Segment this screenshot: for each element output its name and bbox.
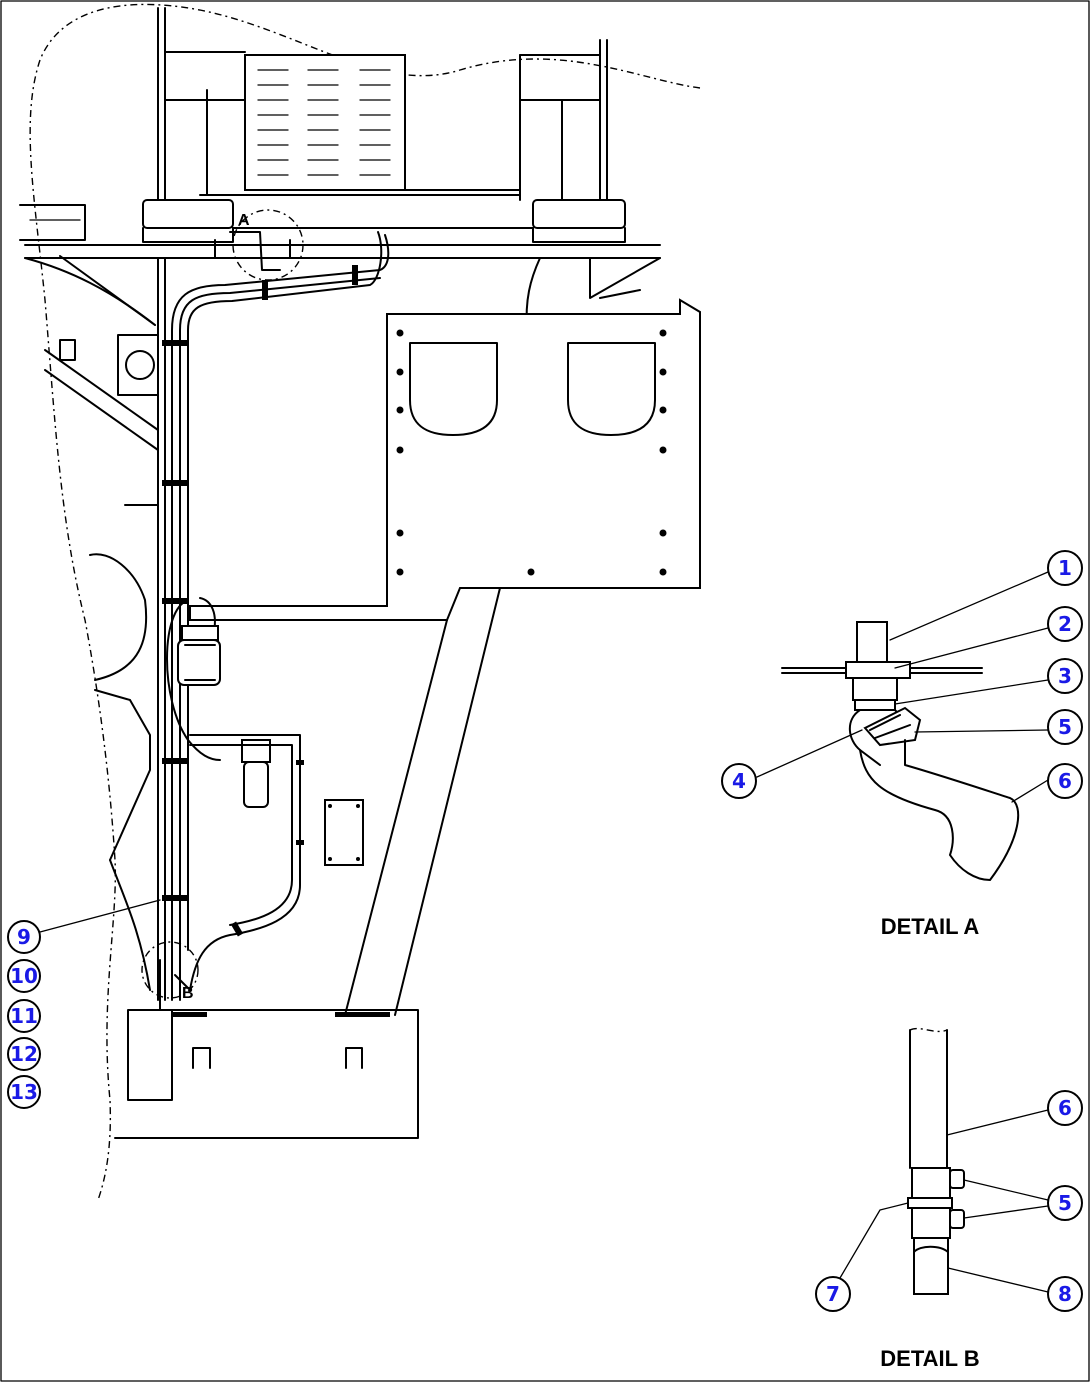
filter-canister — [177, 639, 221, 686]
plate-bolts — [396, 329, 667, 576]
detail-a-hose — [859, 739, 1020, 881]
main-view: A B — [19, 3, 701, 1201]
svg-text:12: 12 — [10, 1042, 38, 1066]
main-callouts: 9 10 11 12 13 — [7, 920, 41, 1109]
grille-louvers — [257, 69, 391, 176]
detail-a-fitting — [852, 677, 898, 701]
svg-text:5: 5 — [1058, 715, 1072, 739]
small-plate — [324, 799, 364, 866]
callout-2[interactable]: 2 — [1047, 606, 1083, 642]
callout-6a[interactable]: 6 — [1047, 763, 1083, 799]
detail-b-upper-fitting — [911, 1167, 951, 1199]
callout-10[interactable]: 10 — [7, 959, 41, 993]
callout-5b[interactable]: 5 — [1047, 1185, 1083, 1221]
detail-b-callouts: 6 5 7 8 — [815, 1090, 1083, 1312]
svg-text:8: 8 — [1058, 1282, 1072, 1306]
svg-text:7: 7 — [826, 1282, 840, 1306]
callout-6b[interactable]: 6 — [1047, 1090, 1083, 1126]
svg-text:1: 1 — [1058, 556, 1072, 580]
detail-b-lower-fitting — [911, 1207, 951, 1239]
base-block — [114, 1009, 419, 1139]
vertical-frame-member — [157, 257, 166, 1001]
detail-a-circle — [232, 209, 304, 281]
svg-text:5: 5 — [1058, 1191, 1072, 1215]
grille-panel — [244, 54, 406, 191]
callout-12[interactable]: 12 — [7, 1037, 41, 1071]
left-column — [157, 7, 208, 201]
svg-text:3: 3 — [1058, 664, 1072, 688]
detail-b-marker: B — [182, 985, 194, 1002]
left-mount-pad — [142, 199, 234, 229]
detail-b: DETAIL B — [839, 1027, 1049, 1371]
detail-b-label: DETAIL B — [880, 1346, 979, 1371]
svg-text:6: 6 — [1058, 769, 1072, 793]
right-column — [519, 39, 608, 201]
callout-9[interactable]: 9 — [7, 920, 41, 954]
detail-a: DETAIL A — [756, 571, 1049, 939]
svg-text:2: 2 — [1058, 612, 1072, 636]
diagonal-strut — [344, 587, 501, 1016]
callout-8[interactable]: 8 — [1047, 1276, 1083, 1312]
mounting-plate — [189, 298, 701, 621]
callout-13[interactable]: 13 — [7, 1075, 41, 1109]
detail-b-circle — [141, 941, 199, 999]
detail-a-pipe — [856, 621, 888, 663]
svg-text:13: 13 — [10, 1080, 38, 1104]
right-bracket — [589, 257, 661, 299]
left-brace — [44, 339, 159, 451]
right-mount-pad — [532, 199, 626, 229]
hose-clamps — [162, 265, 358, 901]
svg-text:6: 6 — [1058, 1096, 1072, 1120]
callout-1[interactable]: 1 — [1047, 550, 1083, 586]
detail-a-callouts: 1 2 3 5 4 6 — [721, 550, 1083, 799]
callout-7[interactable]: 7 — [815, 1276, 851, 1312]
callout-5a[interactable]: 5 — [1047, 709, 1083, 745]
plate-cutout-right — [567, 342, 656, 436]
callout-11[interactable]: 11 — [7, 999, 41, 1033]
detail-a-marker: A — [238, 212, 250, 229]
filter-head — [181, 625, 219, 641]
detail-a-label: DETAIL A — [881, 914, 980, 939]
leader-9 — [39, 899, 161, 933]
fitting-bracket — [214, 231, 291, 271]
crossbeam — [24, 227, 661, 259]
svg-text:9: 9 — [17, 925, 31, 949]
svg-text:10: 10 — [10, 964, 38, 988]
detail-b-hose — [909, 1029, 948, 1169]
callout-4[interactable]: 4 — [721, 763, 757, 799]
water-separator — [241, 739, 271, 763]
svg-text:11: 11 — [10, 1004, 38, 1028]
callout-3[interactable]: 3 — [1047, 658, 1083, 694]
svg-text:4: 4 — [732, 769, 746, 793]
plate-cutout-left — [409, 342, 498, 436]
hose-bundle-vertical — [171, 231, 390, 1001]
